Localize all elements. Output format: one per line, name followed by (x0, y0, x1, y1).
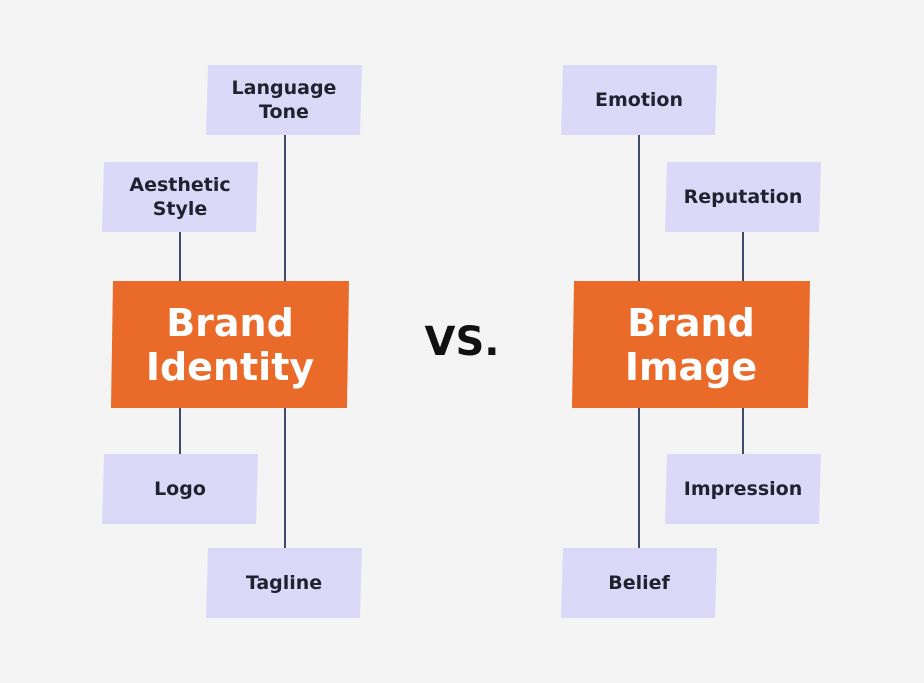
tag-label: Impression (683, 478, 803, 500)
connector-logo (179, 407, 181, 465)
connector-language-tone (284, 128, 286, 282)
tag-impression: Impression (665, 454, 821, 524)
tag-emotion: Emotion (561, 65, 717, 135)
tag-label: Language Tone (231, 77, 337, 123)
tag-language-tone: Language Tone (206, 65, 362, 135)
connector-aesthetic-style (179, 224, 181, 282)
connector-impression (742, 407, 744, 465)
tag-logo: Logo (102, 454, 258, 524)
tag-label: Tagline (245, 572, 323, 594)
brand-identity-box: Brand Identity (111, 281, 349, 408)
brand-identity-title: Brand Identity (145, 300, 315, 389)
tag-label: Belief (608, 572, 670, 594)
versus-label: VS. (424, 319, 500, 365)
tag-label: Logo (154, 478, 206, 500)
tag-tagline: Tagline (206, 548, 362, 618)
tag-aesthetic-style: Aesthetic Style (102, 162, 258, 232)
tag-label: Reputation (683, 186, 803, 208)
tag-label: Aesthetic Style (129, 174, 231, 220)
connector-emotion (638, 128, 640, 282)
connector-belief (638, 407, 640, 557)
connector-tagline (284, 407, 286, 557)
connector-reputation (742, 224, 744, 282)
tag-reputation: Reputation (665, 162, 821, 232)
tag-label: Emotion (594, 89, 683, 111)
tag-belief: Belief (561, 548, 717, 618)
brand-image-box: Brand Image (572, 281, 810, 408)
brand-image-title: Brand Image (624, 300, 758, 389)
